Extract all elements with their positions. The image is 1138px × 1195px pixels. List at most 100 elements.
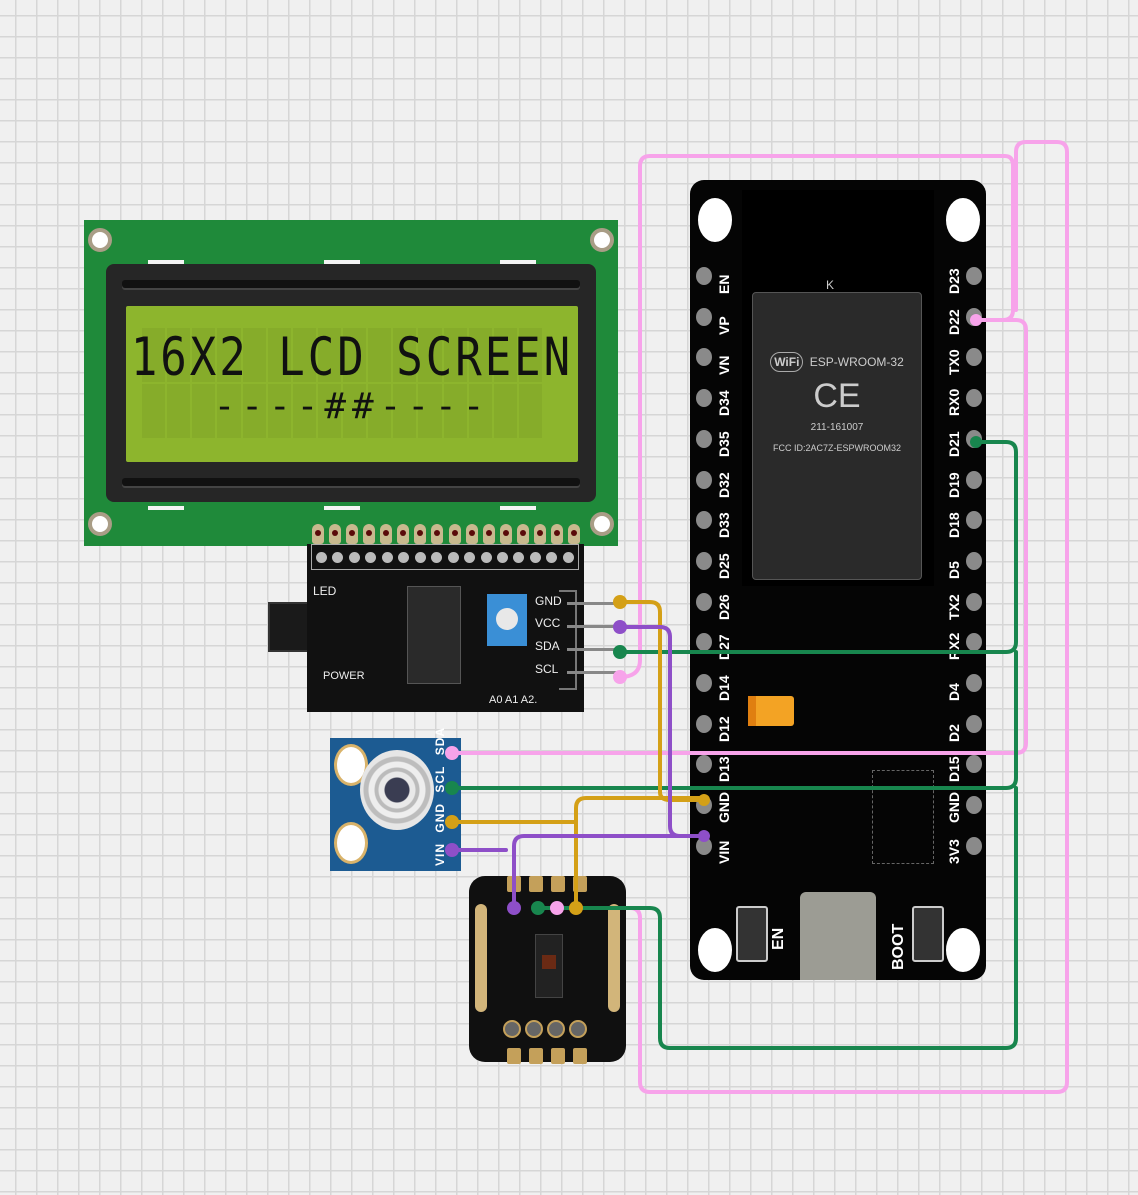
header-pin xyxy=(332,552,344,563)
lcd-pin[interactable] xyxy=(414,524,427,544)
contrast-potentiometer[interactable] xyxy=(487,594,527,646)
lcd-char-cell xyxy=(468,328,492,382)
wire-gnd-max-to-gnd[interactable] xyxy=(574,796,706,910)
esp32-pin-tx0[interactable] xyxy=(966,348,982,367)
lcd-pin[interactable] xyxy=(499,524,512,544)
lcd-rail xyxy=(122,280,580,288)
tantalum-capacitor xyxy=(748,696,794,726)
esp32-pin-d4[interactable] xyxy=(966,674,982,692)
header-pin xyxy=(431,552,443,563)
wire-vcc-max-to-vin[interactable] xyxy=(512,834,706,910)
wire-scl-i2c-to-d22[interactable] xyxy=(618,154,1015,679)
esp32-pin-d25[interactable] xyxy=(696,551,712,570)
lcd-tab xyxy=(324,260,360,264)
esp32-pin-vn[interactable] xyxy=(696,348,712,367)
bottom-pad xyxy=(551,1048,565,1064)
esp32-pin-d15[interactable] xyxy=(966,755,982,774)
wire-scl-max-to-d22[interactable] xyxy=(555,140,1069,1094)
lcd-pin[interactable] xyxy=(329,524,342,544)
lcd-pin[interactable] xyxy=(363,524,376,544)
lcd-16x2-display[interactable]: 16X2 LCD SCREEN ----##---- xyxy=(84,220,618,546)
lcd-pin[interactable] xyxy=(312,524,324,544)
mlx90614-temperature-sensor[interactable]: VIN GND SCL SDA xyxy=(330,727,461,871)
esp32-pin-d13[interactable] xyxy=(696,755,712,774)
lcd-pin[interactable] xyxy=(465,524,478,544)
esp32-pin-d33[interactable] xyxy=(696,511,712,530)
esp32-pin-d12[interactable] xyxy=(696,714,712,733)
lcd-char-cell xyxy=(393,384,417,438)
wire-scl-mlx-to-d22[interactable] xyxy=(450,318,1028,755)
led-label: LED xyxy=(313,584,337,598)
i2c-backpack-module[interactable]: LED POWER A0 A1 A2. GND VCC SDA SCL xyxy=(307,544,619,712)
esp32-pin-d18[interactable] xyxy=(966,511,982,530)
lcd-char-cell xyxy=(142,384,166,438)
lcd-char-cell xyxy=(418,328,442,382)
esp32-pin-d19[interactable] xyxy=(966,470,982,489)
esp32-devkit-board[interactable]: K WiFi ESP-WROOM-32 CE 211-161007 FCC ID… xyxy=(690,180,986,980)
esp32-pin-tx2[interactable] xyxy=(966,592,982,611)
wire-sda-mlx-to-d21[interactable] xyxy=(450,650,1018,790)
pin-pad xyxy=(547,1020,565,1038)
module-shield: WiFi ESP-WROOM-32 CE 211-161007 FCC ID:2… xyxy=(752,292,922,580)
boot-button[interactable] xyxy=(912,906,944,962)
lcd-pin[interactable] xyxy=(431,524,444,544)
lcd-pin-header xyxy=(312,524,580,546)
bottom-pad xyxy=(573,1048,587,1064)
lcd-char-cell xyxy=(393,328,417,382)
lcd-tab xyxy=(500,260,536,264)
header-pin xyxy=(464,552,476,563)
lcd-pin[interactable] xyxy=(397,524,410,544)
esp32-pin-d27[interactable] xyxy=(696,633,712,652)
lcd-char-cell xyxy=(468,384,492,438)
lcd-tab xyxy=(148,506,184,510)
esp32-pin-d5[interactable] xyxy=(966,551,982,570)
wire-endpoints xyxy=(445,314,982,915)
esp32-pin-vin[interactable] xyxy=(696,836,712,855)
wire-gnd-i2c-to-gnd[interactable] xyxy=(618,600,706,802)
optical-sensor xyxy=(535,934,563,998)
micro-usb-port[interactable] xyxy=(800,892,876,980)
esp32-pin-3v3[interactable] xyxy=(966,836,982,855)
wire-sda-i2c-to-d21[interactable] xyxy=(618,440,1018,654)
wire-sda-max-to-d21[interactable] xyxy=(536,786,1018,1050)
mounting-hole xyxy=(698,928,732,972)
esp32-pin-en[interactable] xyxy=(696,267,712,285)
header-pin xyxy=(529,552,541,563)
lcd-pin[interactable] xyxy=(516,524,529,544)
header-pin xyxy=(447,552,459,563)
lcd-pin[interactable] xyxy=(550,524,563,544)
esp32-pin-vp[interactable] xyxy=(696,307,712,326)
top-pad xyxy=(551,876,565,892)
en-button[interactable] xyxy=(736,906,768,962)
esp32-pin-gnd[interactable] xyxy=(966,796,982,815)
esp32-pin-d2[interactable] xyxy=(966,714,982,733)
esp32-pin-d34[interactable] xyxy=(696,389,712,408)
esp32-pin-d35[interactable] xyxy=(696,429,712,448)
lcd-char-cell xyxy=(368,384,392,438)
esp32-pin-rx2[interactable] xyxy=(966,633,982,652)
esp32-pin-d23[interactable] xyxy=(966,267,982,285)
header-pin xyxy=(365,552,377,563)
esp32-pin-d26[interactable] xyxy=(696,592,712,611)
lcd-char-cell xyxy=(368,328,392,382)
lcd-char-cell xyxy=(192,384,216,438)
top-pad xyxy=(529,876,543,892)
lcd-line-1: 16X2 LCD SCREEN xyxy=(130,326,574,389)
lcd-pin[interactable] xyxy=(346,524,359,544)
cert-code: 211-161007 xyxy=(810,422,864,433)
pcf8574-chip xyxy=(407,586,461,684)
module-mark: K xyxy=(826,278,835,292)
lcd-pin[interactable] xyxy=(567,524,580,544)
esp32-pin-d14[interactable] xyxy=(696,674,712,692)
mounting-slot xyxy=(608,904,620,1012)
lcd-pin[interactable] xyxy=(482,524,495,544)
esp32-pin-d32[interactable] xyxy=(696,470,712,489)
lcd-pin[interactable] xyxy=(380,524,393,544)
header-pin xyxy=(398,552,410,563)
lcd-char-cell xyxy=(217,384,241,438)
lcd-pin[interactable] xyxy=(448,524,461,544)
esp32-pin-rx0[interactable] xyxy=(966,389,982,408)
lcd-char-cell xyxy=(518,328,542,382)
lcd-pin[interactable] xyxy=(533,524,546,544)
